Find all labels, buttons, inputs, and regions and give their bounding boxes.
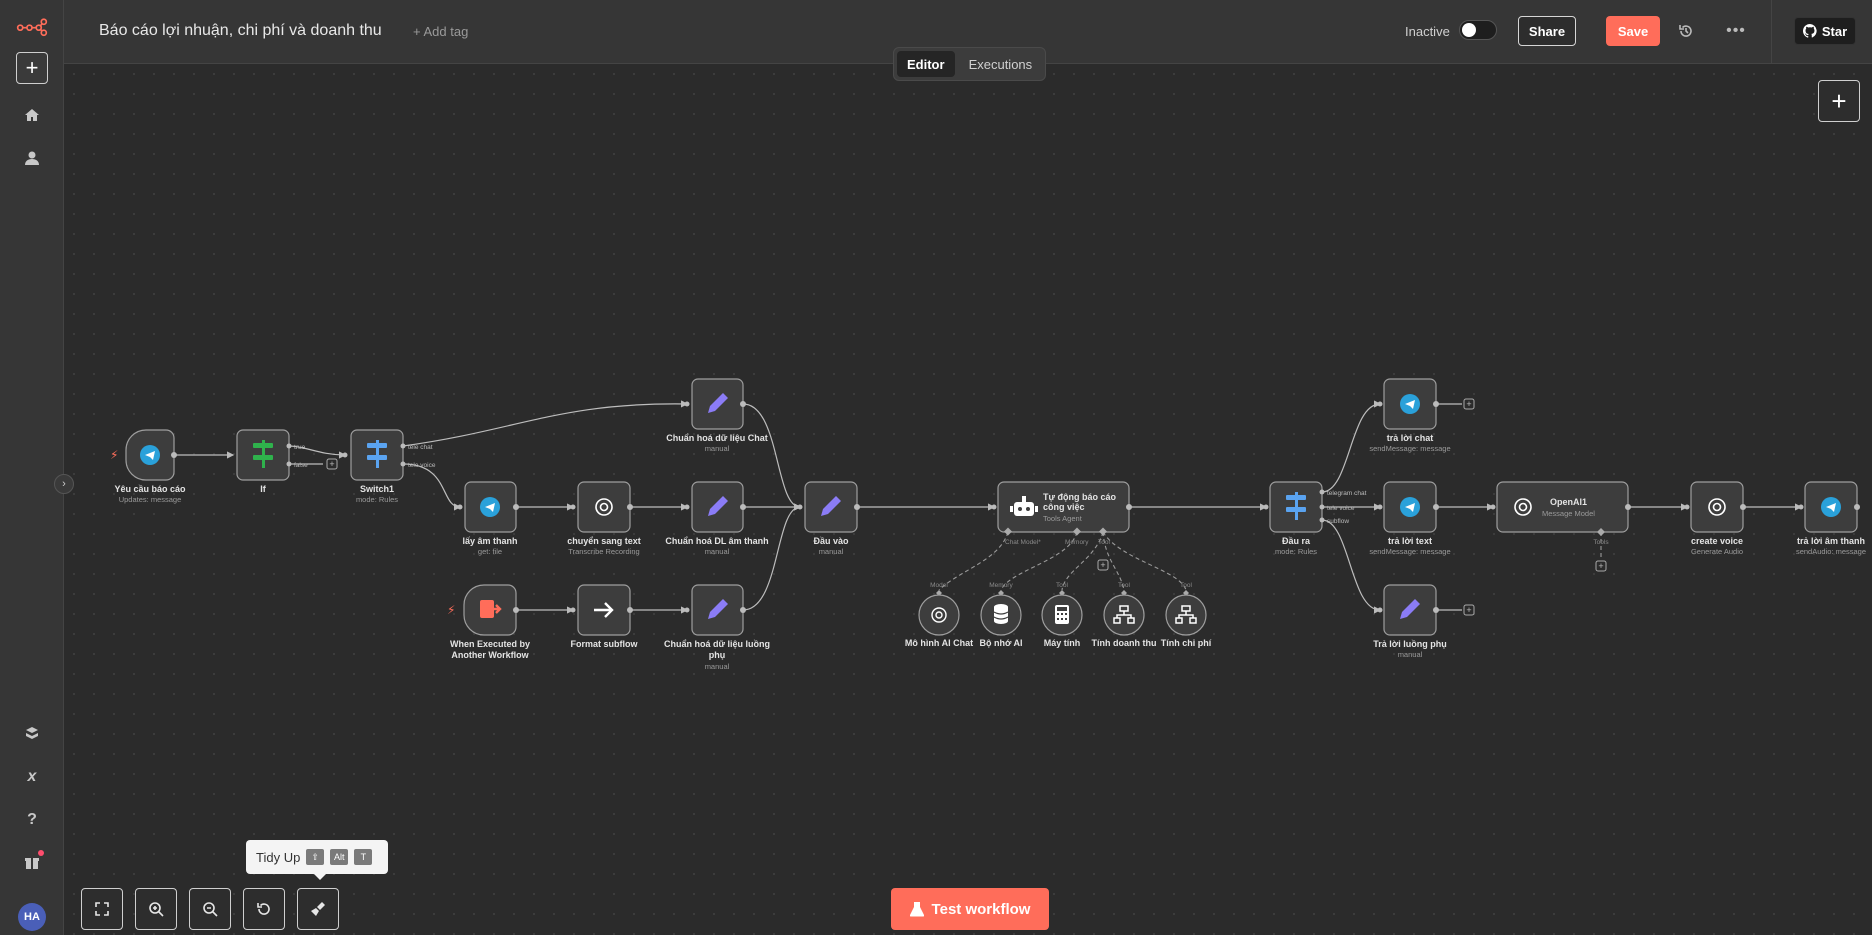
help-icon: ? [27,811,37,828]
whats-new-button[interactable] [16,846,48,878]
gift-icon [25,858,39,869]
variables-button[interactable]: x [16,761,48,793]
left-sidebar: + x ? HA [0,0,64,935]
zoom-in-icon [149,902,164,917]
plus-icon: + [1831,85,1847,116]
save-button[interactable]: Save [1606,16,1660,46]
flask-icon [909,902,924,917]
tab-editor[interactable]: Editor [897,51,955,77]
workflow-canvas[interactable] [64,64,1872,935]
share-button[interactable]: Share [1518,16,1576,46]
reset-zoom-button[interactable] [243,888,285,930]
history-icon [1679,25,1692,37]
tab-executions[interactable]: Executions [968,56,1033,72]
help-button[interactable]: ? [16,804,48,836]
test-workflow-button[interactable]: Test workflow [891,888,1049,930]
user-button[interactable] [16,142,48,174]
add-node-button[interactable]: + [1818,80,1860,122]
editor-tabs: Editor Executions [893,47,1046,81]
notification-dot [38,850,44,856]
star-label: Star [1821,23,1848,39]
broom-icon [311,902,325,916]
user-avatar[interactable]: HA [18,903,46,931]
zoom-in-button[interactable] [135,888,177,930]
test-workflow-label: Test workflow [931,900,1031,918]
toggle-knob [1462,23,1476,37]
github-icon [1802,24,1817,38]
header-divider [1771,0,1772,64]
tidy-up-tooltip: Tidy Up ⇧ Alt T [246,840,388,880]
kbd-t: T [354,849,373,865]
zoom-out-icon [203,902,218,917]
kbd-shift: ⇧ [306,849,325,865]
active-toggle[interactable] [1459,20,1497,40]
sidebar-expand-button[interactable]: › [54,474,74,494]
tidy-up-button[interactable] [297,888,339,930]
ellipsis-icon: ••• [1726,22,1746,39]
plus-icon: + [25,55,39,80]
active-status-label: Inactive [1405,24,1450,39]
home-button[interactable] [16,99,48,131]
n8n-logo-icon [16,18,48,37]
undo-icon [257,903,270,915]
workflow-title[interactable]: Báo cáo lợi nhuận, chi phí và doanh thu [99,22,382,39]
variables-icon: x [27,768,37,785]
more-options-button[interactable]: ••• [1724,19,1748,43]
fit-view-icon [95,902,109,916]
tooltip-label: Tidy Up [256,849,301,865]
templates-button[interactable] [16,717,48,749]
github-star-button[interactable]: Star [1794,17,1856,45]
zoom-to-fit-button[interactable] [81,888,123,930]
create-button[interactable]: + [16,52,48,84]
n8n-logo[interactable] [16,10,48,42]
kbd-alt: Alt [330,849,349,865]
templates-icon [26,727,38,739]
zoom-out-button[interactable] [189,888,231,930]
user-icon [25,151,39,165]
history-button[interactable] [1674,19,1698,43]
home-icon [25,109,39,121]
add-tag-link[interactable]: + Add tag [413,24,469,39]
chevron-right-icon: › [62,478,66,490]
